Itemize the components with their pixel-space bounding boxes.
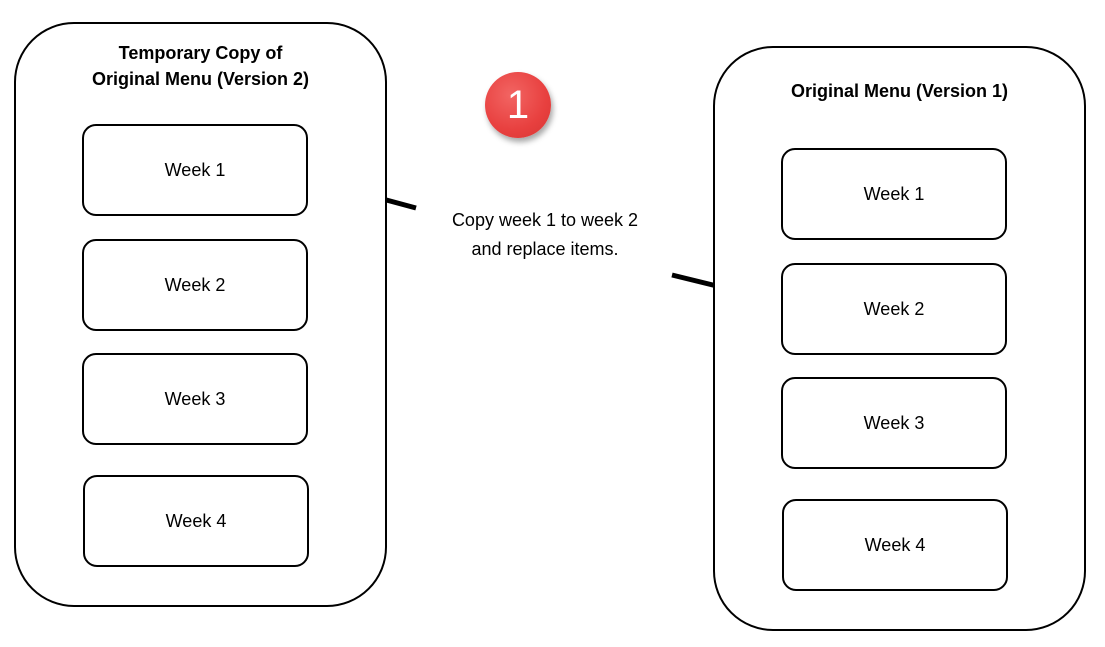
week-label: Week 1 xyxy=(863,183,925,204)
title-line: Original Menu (Version 1) xyxy=(790,81,1009,101)
week-label: Week 1 xyxy=(164,159,226,180)
right-week-2-box: Week 2 xyxy=(781,263,1007,355)
step-number: 1 xyxy=(506,82,530,127)
right-week-3-box: Week 3 xyxy=(781,377,1007,469)
left-week-3-box: Week 3 xyxy=(82,353,308,445)
instruction-line: and replace items. xyxy=(471,239,619,259)
week-label: Week 3 xyxy=(164,388,226,409)
week-label: Week 3 xyxy=(863,412,925,433)
original-menu-title: Original Menu (Version 1) xyxy=(715,78,1084,104)
right-week-4-box: Week 4 xyxy=(782,499,1008,591)
temporary-copy-menu-container: Temporary Copy of Original Menu (Version… xyxy=(14,22,387,607)
week-label: Week 4 xyxy=(165,510,227,531)
week-label: Week 4 xyxy=(864,534,926,555)
instruction-line: Copy week 1 to week 2 xyxy=(451,210,639,230)
step-number-badge: 1 xyxy=(485,72,551,138)
week-label: Week 2 xyxy=(863,298,925,319)
left-week-4-box: Week 4 xyxy=(83,475,309,567)
title-line: Temporary Copy of xyxy=(118,43,283,63)
left-week-1-box: Week 1 xyxy=(82,124,308,216)
original-menu-container: Original Menu (Version 1) Week 1 Week 2 … xyxy=(713,46,1086,631)
week-label: Week 2 xyxy=(164,274,226,295)
title-line: Original Menu (Version 2) xyxy=(91,69,310,89)
left-week-2-box: Week 2 xyxy=(82,239,308,331)
temporary-copy-title: Temporary Copy of Original Menu (Version… xyxy=(16,40,385,92)
right-week-1-box: Week 1 xyxy=(781,148,1007,240)
copy-instruction-text: Copy week 1 to week 2 and replace items. xyxy=(420,206,670,264)
